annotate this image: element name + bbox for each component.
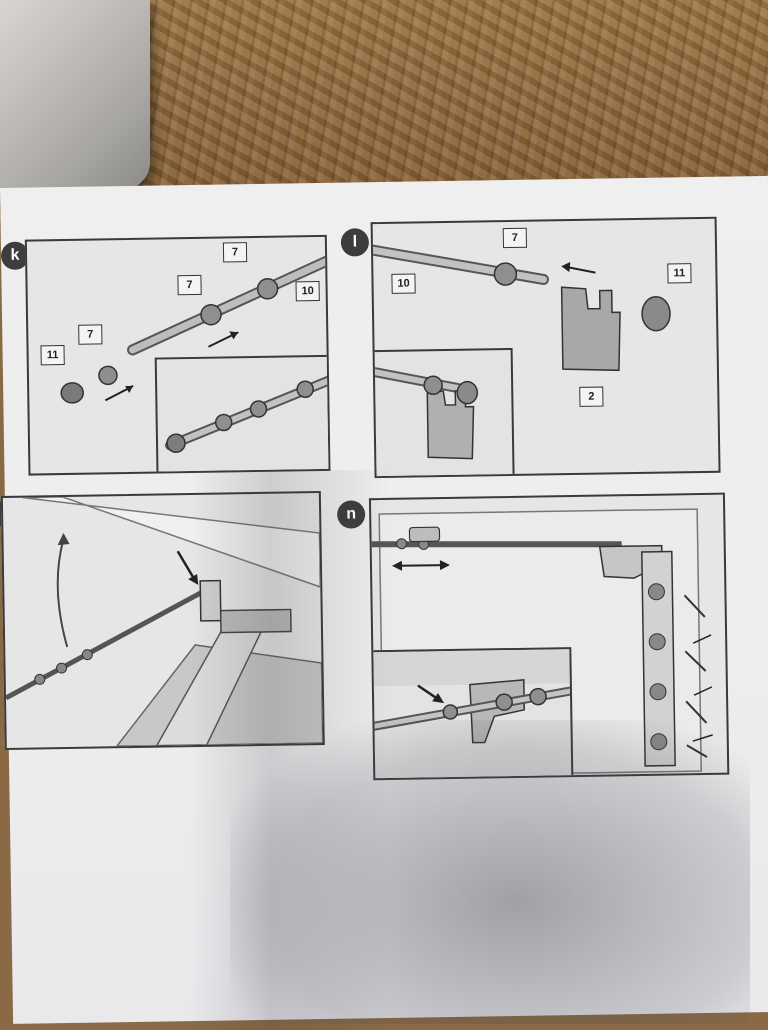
part-tag: 7 <box>222 242 248 263</box>
part-tag: 7 <box>78 324 103 345</box>
part-tag: 10 <box>295 280 320 302</box>
part-tag: 10 <box>391 273 416 294</box>
panel-k-illustration <box>60 255 329 404</box>
part-tag: 11 <box>667 263 692 284</box>
panel-m <box>0 490 325 750</box>
panel-k: 7 7 10 7 11 <box>24 234 331 476</box>
arrow-icon <box>125 385 134 393</box>
part-tag: 7 <box>177 274 202 296</box>
arrow-icon <box>561 262 571 273</box>
instruction-sheet: k 7 7 10 7 11 <box>0 175 768 1024</box>
part-tag: 2 <box>579 386 604 407</box>
panel-m-illustration <box>4 496 323 748</box>
shadow-overlay <box>230 720 750 1024</box>
double-arrow-icon <box>391 560 403 571</box>
inset-k <box>154 354 331 476</box>
part-tag: 7 <box>502 227 528 249</box>
panel-l-illustration <box>372 244 671 372</box>
panel-l: 7 10 11 2 <box>370 216 721 479</box>
step-badge-l: l <box>340 228 370 257</box>
arrow-icon <box>432 693 445 704</box>
shadow-overlay <box>190 470 390 1030</box>
panel-n <box>368 492 730 781</box>
step-label-l: l <box>352 233 358 251</box>
curved-arrow-icon <box>57 533 70 546</box>
step-label-k: k <box>10 246 20 264</box>
inset-n <box>371 647 574 781</box>
metal-sheet <box>0 0 150 190</box>
inset-l <box>372 347 515 479</box>
arrow-icon <box>188 573 199 585</box>
part-tag: 11 <box>40 345 65 366</box>
arrow-icon <box>229 331 239 340</box>
